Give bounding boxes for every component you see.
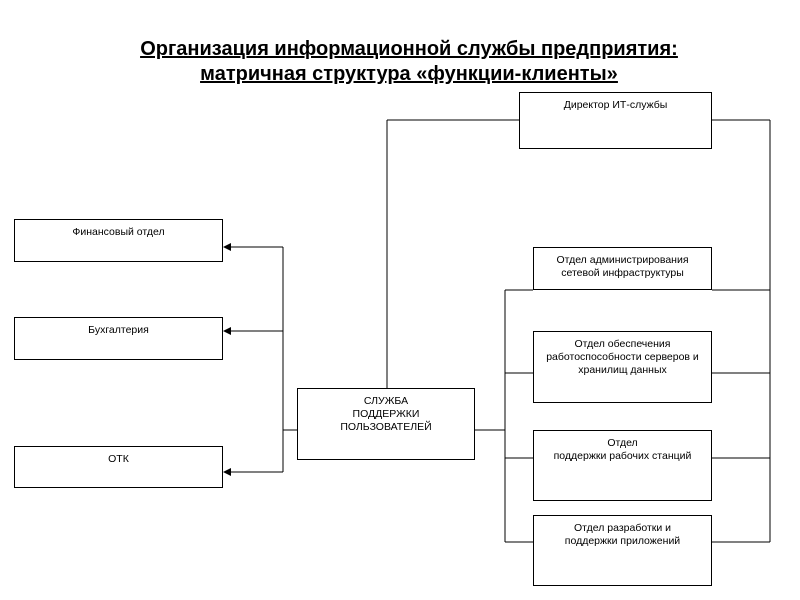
node-support-line-3: ПОЛЬЗОВАТЕЛЕЙ	[340, 421, 432, 433]
node-director: Директор ИТ-службы	[519, 92, 712, 149]
title-line-1: Организация информационной службы предпр…	[140, 38, 678, 60]
node-servers-dept: Отдел обеспечения работоспособности серв…	[533, 331, 712, 403]
node-apps-line-2: поддержки приложений	[564, 535, 681, 547]
node-apps-line-1: Отдел разработки и	[573, 522, 672, 534]
node-network-line-2: сетевой инфраструктуры	[561, 267, 684, 279]
node-servers-line-1: Отдел обеспечения	[574, 338, 671, 350]
node-workstations-line-1: Отдел	[607, 437, 638, 449]
node-network-dept: Отдел администрирования сетевой инфрастр…	[533, 247, 712, 290]
node-finance: Финансовый отдел	[14, 219, 223, 262]
node-support-line-1: СЛУЖБА	[363, 395, 409, 407]
node-accounting: Бухгалтерия	[14, 317, 223, 360]
node-servers-line-2: работоспособности серверов и	[546, 351, 699, 363]
node-support-line-2: ПОДДЕРЖКИ	[352, 408, 420, 420]
title-line-2: матричная структура «функции-клиенты»	[200, 63, 618, 85]
node-finance-label: Финансовый отдел	[72, 226, 165, 238]
node-director-label: Директор ИТ-службы	[563, 99, 668, 111]
node-network-line-1: Отдел администрирования	[556, 254, 689, 266]
node-otk-label: ОТК	[108, 453, 129, 465]
node-workstations-dept: Отдел поддержки рабочих станций	[533, 430, 712, 501]
node-otk: ОТК	[14, 446, 223, 488]
node-support-service: СЛУЖБА ПОДДЕРЖКИ ПОЛЬЗОВАТЕЛЕЙ	[297, 388, 475, 460]
node-accounting-label: Бухгалтерия	[88, 324, 149, 336]
node-apps-dept: Отдел разработки и поддержки приложений	[533, 515, 712, 586]
diagram-title: Организация информационной службы предпр…	[0, 37, 800, 87]
node-servers-line-3: хранилищ данных	[578, 364, 667, 376]
node-workstations-line-2: поддержки рабочих станций	[553, 450, 692, 462]
